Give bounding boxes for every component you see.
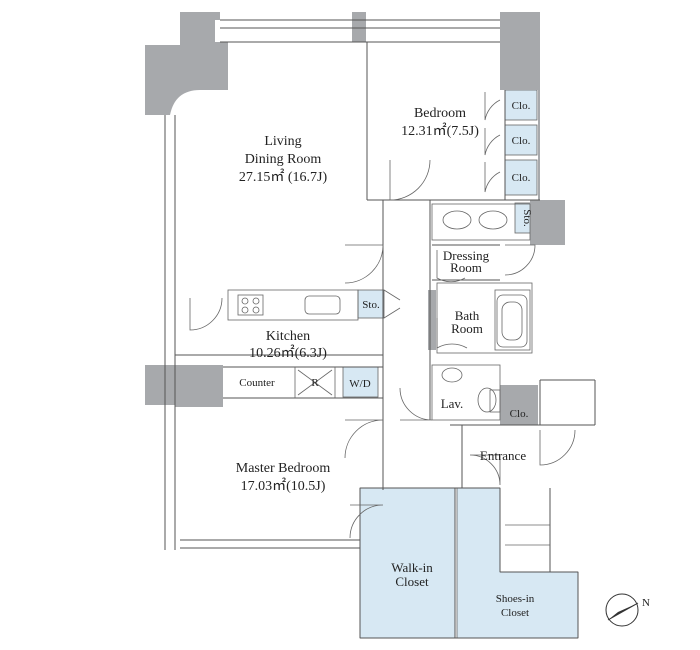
walk-in-closet-label-line1: Walk-in — [391, 560, 433, 575]
bath-label-line2: Room — [451, 321, 483, 336]
fixture-labels: Clo. Clo. Clo. Sto. Sto. Counter R W/D C… — [239, 100, 533, 420]
kitchen-area: 10.26㎡(6.3J) — [249, 345, 327, 361]
column-top-left — [145, 12, 228, 115]
dressing-label-line2: Room — [450, 260, 482, 275]
living-label-line2: Dining Room — [245, 152, 322, 167]
closet-label-2: Clo. — [512, 135, 531, 147]
bedroom-area: 12.31㎡(7.5J) — [401, 123, 479, 139]
closet-label-3: Clo. — [512, 172, 531, 184]
living-label-line1: Living — [264, 134, 301, 149]
master-bedroom-label: Master Bedroom — [236, 461, 331, 476]
bedroom-label: Bedroom — [414, 106, 466, 121]
lav-label: Lav. — [441, 396, 464, 411]
wall-kitchen-left — [175, 365, 223, 407]
kitchen-storage-label: Sto. — [362, 299, 380, 311]
walk-in-closet-label-line2: Closet — [395, 574, 429, 589]
compass-north-label: N — [642, 597, 650, 609]
core-wall — [500, 385, 538, 425]
closet-label-1: Clo. — [512, 100, 531, 112]
wall-right-mid — [530, 200, 565, 245]
wall-stub — [212, 12, 220, 20]
column-left-mid — [145, 365, 175, 405]
compass — [605, 593, 639, 627]
column-top-right — [500, 12, 545, 245]
washer-dryer-label: W/D — [349, 378, 370, 390]
entrance-label: Entrance — [480, 448, 526, 463]
walk-in-closet-fill — [359, 487, 456, 639]
doors — [189, 92, 576, 539]
kitchen-storage — [357, 289, 385, 319]
master-bedroom-area: 17.03㎡(10.5J) — [241, 478, 326, 494]
shoes-in-closet-label-line2: Closet — [501, 607, 529, 619]
living-area: 27.15㎡ (16.7J) — [239, 169, 328, 185]
counter-label: Counter — [239, 377, 275, 389]
refrigerator-label: R — [311, 377, 319, 389]
bath-label-line1: Bath — [455, 308, 480, 323]
storage-fills — [342, 89, 579, 639]
bath-wall — [428, 290, 436, 350]
entrance-closet-label: Clo. — [510, 408, 529, 420]
shoes-in-closet-label-line1: Shoes-in — [496, 593, 535, 605]
walls — [145, 12, 565, 425]
dressing-label-line1: Dressing — [443, 248, 490, 263]
room-labels: Living Dining Room 27.15㎡ (16.7J) Bedroo… — [236, 106, 535, 619]
dressing-storage-label: Sto. — [521, 209, 533, 227]
wall-top-middle — [352, 12, 366, 42]
kitchen-label: Kitchen — [266, 329, 310, 344]
